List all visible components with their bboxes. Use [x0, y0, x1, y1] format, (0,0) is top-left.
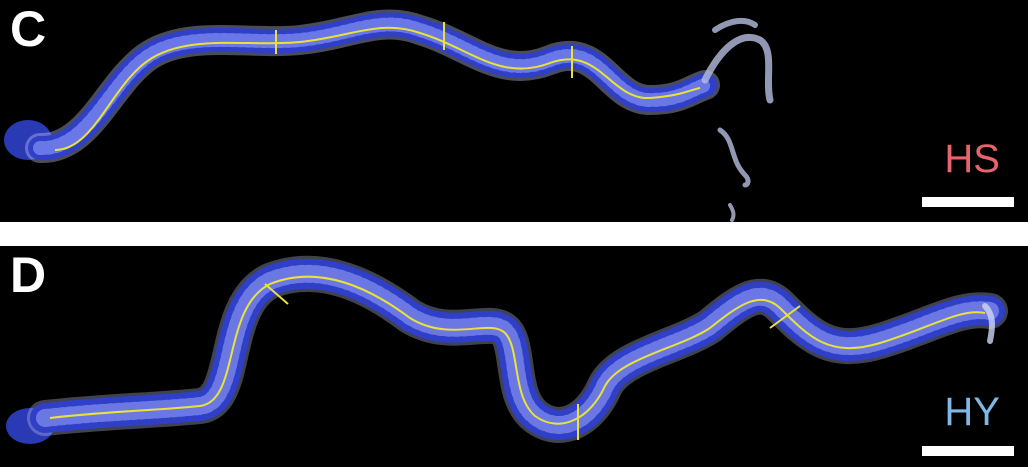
segment-tick: [264, 283, 289, 305]
scale-bar: [922, 197, 1014, 207]
tissue-fragment: [982, 303, 995, 344]
segment-tick: [769, 305, 801, 329]
panel-c: C HS: [0, 0, 1028, 222]
group-label: HS: [944, 137, 1000, 181]
group-label: HY: [944, 390, 1000, 434]
scale-bar: [922, 446, 1014, 456]
midline: [49, 275, 986, 425]
panel-c-micrograph: [4, 9, 774, 222]
tissue-fragment: [717, 127, 751, 188]
panel-letter: C: [10, 1, 47, 57]
panel-letter: D: [10, 247, 47, 303]
tissue-fragment: [712, 17, 758, 33]
tissue-fragment: [701, 33, 774, 104]
tissue-body: [28, 12, 717, 160]
tissue-texture: [36, 264, 999, 434]
tissue-fragment: [728, 203, 736, 222]
midline: [54, 26, 701, 151]
panel-d-micrograph: [6, 255, 1008, 444]
panel-d: D HY: [0, 246, 1028, 467]
